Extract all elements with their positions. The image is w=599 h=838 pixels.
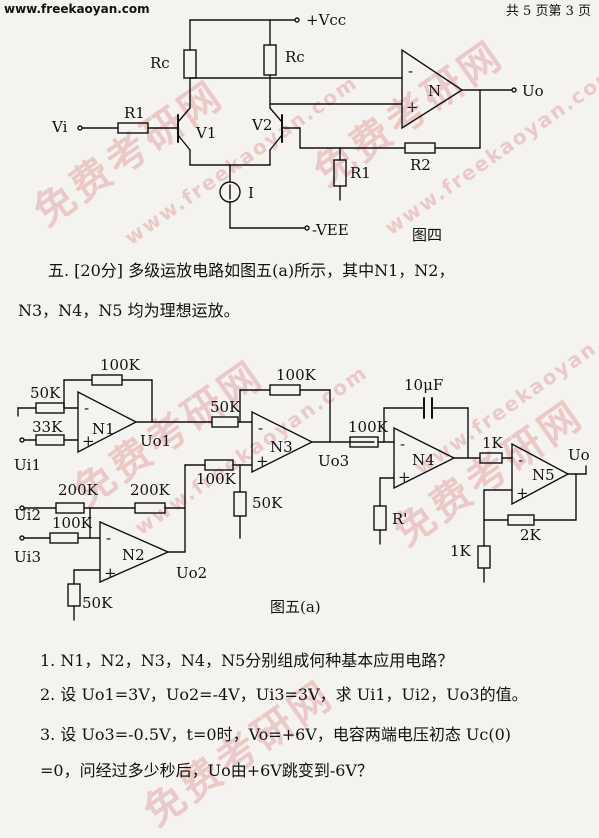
- n5-r1k-label: 1K: [482, 434, 504, 452]
- r200k-b-label: 200K: [130, 481, 171, 499]
- v2-label: V2: [251, 116, 272, 134]
- n2-minus: -: [106, 529, 111, 547]
- v1-label: V1: [195, 124, 216, 142]
- n4-label: N4: [412, 451, 435, 469]
- r200k-a-label: 200K: [58, 481, 99, 499]
- opamp-n-minus: -: [408, 62, 413, 80]
- n2-r50k-label: 50K: [82, 594, 113, 612]
- vi-label: Vi: [51, 118, 68, 136]
- n2-label: N2: [122, 546, 145, 564]
- vi2-label: Ui2: [14, 506, 41, 524]
- opamp-n-plus: +: [406, 98, 419, 116]
- n2-plus: +: [104, 564, 117, 582]
- n3-plus: +: [256, 452, 269, 470]
- r2k-label: 2K: [520, 526, 542, 544]
- r1-input-label: R1: [124, 104, 145, 122]
- r1-ground-label: R1: [350, 164, 371, 182]
- page-indicator: 共 5 页第 3 页: [505, 4, 591, 19]
- n5-plus: +: [516, 484, 529, 502]
- r1k-ground-label: 1K: [450, 542, 472, 560]
- n3-feedback-label: 100K: [276, 366, 317, 384]
- figure-4: +Vcc Rc Rc V1 V2 I -VEE Vi: [51, 11, 544, 244]
- opamp-n-label: N: [428, 82, 441, 100]
- n4-r100k-label: 100K: [348, 418, 389, 436]
- n3-label: N3: [270, 438, 293, 456]
- vi1-label: Ui1: [14, 456, 41, 474]
- n1-plus: +: [82, 432, 95, 450]
- vo2-label: Uo2: [176, 564, 207, 582]
- rc-left-label: Rc: [150, 54, 170, 72]
- capacitor-label: 10μF: [404, 376, 443, 394]
- vo1-label: Uo1: [140, 432, 171, 450]
- n5-vo-label: Uo: [568, 446, 590, 464]
- question-2: 2. 设 Uo1=3V，Uo2=-4V，Ui3=3V，求 Ui1，Ui2，Uo3…: [40, 685, 528, 704]
- circuit-drawings: +Vcc Rc Rc V1 V2 I -VEE Vi: [14, 11, 590, 780]
- n1-r50k-label: 50K: [30, 384, 61, 402]
- figure-4-caption: 图四: [412, 226, 442, 244]
- n3-r50k-input-label: 50K: [210, 398, 241, 416]
- n3-r50k-ground-label: 50K: [252, 494, 283, 512]
- n5-minus: -: [518, 451, 523, 469]
- n1-label: N1: [92, 420, 115, 438]
- vi3-label: Ui3: [14, 548, 41, 566]
- n3-minus: -: [258, 419, 263, 437]
- vo3-label: Uo3: [318, 452, 349, 470]
- vcc-label: +Vcc: [306, 11, 346, 29]
- n4-plus: +: [398, 468, 411, 486]
- figure-5a-caption: 图五(a): [270, 598, 321, 616]
- n1-feedback-label: 100K: [100, 356, 141, 374]
- n1-r33k-label: 33K: [32, 418, 63, 436]
- rc-right-label: Rc: [285, 48, 305, 66]
- r2-label: R2: [410, 156, 431, 174]
- figure-5a: - + N1 100K 50K 33K Ui1 Uo1 - + N3 50K: [14, 356, 590, 621]
- rprime-label: R': [392, 510, 407, 528]
- current-source-label: I: [248, 184, 254, 202]
- n1-minus: -: [84, 399, 89, 417]
- question-3: 3. 设 Uo3=-0.5V，t=0时，Vo=+6V，电容两端电压初态 Uc(0…: [40, 725, 511, 744]
- n5-label: N5: [532, 466, 555, 484]
- question-3-cont: =0，问经过多少秒后，Uo由+6V跳变到-6V？: [40, 761, 373, 780]
- uo-label: Uo: [522, 82, 544, 100]
- site-url: www.freekaoyan.com: [4, 2, 150, 16]
- n2-r100k-label: 100K: [52, 514, 93, 532]
- n3-r100k-plus-label: 100K: [196, 470, 237, 488]
- problem-5-line-2: N3，N4，N5 均为理想运放。: [18, 301, 240, 320]
- n4-minus: -: [400, 435, 405, 453]
- question-1: 1. N1，N2，N3，N4，N5分别组成何种基本应用电路？: [40, 651, 453, 670]
- problem-5-line-1: 五. [20分] 多级运放电路如图五(a)所示，其中N1，N2，: [48, 261, 455, 280]
- vee-label: -VEE: [312, 221, 349, 239]
